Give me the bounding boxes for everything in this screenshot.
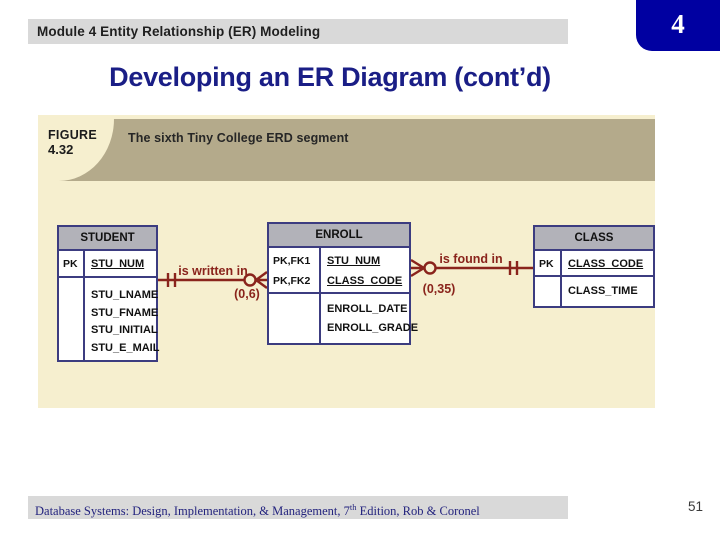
enroll-pk-tags: PK,FK1 PK,FK2 <box>269 248 321 292</box>
class-empty-key-cell <box>535 277 562 306</box>
class-attributes: CLASS_TIME <box>568 285 638 297</box>
figure-label-number: 4.32 <box>48 142 74 157</box>
entity-class-attr-row: CLASS_TIME <box>535 277 653 306</box>
footer-reference-bar: Database Systems: Design, Implementation… <box>28 496 568 519</box>
cardinality-0-6: (0,6) <box>234 287 260 301</box>
footer-reference-prefix: Database Systems: Design, Implementation… <box>35 504 350 519</box>
entity-class-name: CLASS <box>535 227 653 251</box>
entity-enroll-name: ENROLL <box>269 224 409 248</box>
crows-foot-icon <box>255 271 268 289</box>
entity-student-attr-row: STU_LNAME STU_FNAME STU_INITIAL STU_E_MA… <box>59 278 160 360</box>
enroll-pk-attribute-2: CLASS_CODE <box>327 275 403 287</box>
footer-reference-superscript: th <box>349 502 357 512</box>
class-pk-tag: PK <box>535 251 562 275</box>
entity-class: CLASS PK CLASS_CODE CLASS_TIME <box>533 225 655 308</box>
student-attributes: STU_LNAME STU_FNAME STU_INITIAL STU_E_MA… <box>91 289 160 354</box>
class-pk-attribute: CLASS_CODE <box>568 258 644 270</box>
student-pk-tag: PK <box>59 251 85 276</box>
entity-class-pk-row: PK CLASS_CODE <box>535 251 653 277</box>
relationship-label-is-written-in: is written in <box>178 264 248 278</box>
module-header-bar: Module 4 Entity Relationship (ER) Modeli… <box>28 19 568 44</box>
entity-student: STUDENT PK STU_NUM STU_LNAME STU_FNAME S… <box>57 225 160 362</box>
figure-label-word: FIGURE <box>48 128 98 142</box>
enroll-pk-attribute-1: STU_NUM <box>327 255 381 267</box>
entity-student-pk-row: PK STU_NUM <box>59 251 156 278</box>
page-title: Developing an ER Diagram (cont’d) <box>109 62 551 92</box>
module-header-label: Module 4 Entity Relationship (ER) Modeli… <box>37 24 321 39</box>
figure-label: FIGURE 4.32 <box>38 119 114 181</box>
chapter-number-badge: 4 <box>636 0 720 51</box>
chapter-number: 4 <box>671 9 685 39</box>
entity-student-name: STUDENT <box>59 227 156 251</box>
student-empty-key-cell <box>59 278 85 360</box>
figure-header-band: FIGURE 4.32 The sixth Tiny College ERD s… <box>38 119 655 181</box>
enroll-empty-key-cell <box>269 294 321 343</box>
optional-circle-icon <box>423 261 437 275</box>
mandatory-one-tick-icon <box>508 261 519 275</box>
entity-enroll: ENROLL PK,FK1 PK,FK2 STU_NUM CLASS_CODE … <box>267 222 418 345</box>
entity-enroll-pk-row: PK,FK1 PK,FK2 STU_NUM CLASS_CODE <box>269 248 409 294</box>
student-pk-attribute: STU_NUM <box>91 258 145 270</box>
footer-reference-suffix: Edition, Rob & Coronel <box>356 504 480 519</box>
relationship-label-is-found-in: is found in <box>439 252 503 266</box>
cardinality-0-35: (0,35) <box>422 282 456 296</box>
entity-enroll-attr-row: ENROLL_DATE ENROLL_GRADE <box>269 294 418 343</box>
crows-foot-icon <box>410 258 425 278</box>
page-number: 51 <box>688 499 704 514</box>
figure-caption: The sixth Tiny College ERD segment <box>128 131 349 145</box>
enroll-attributes: ENROLL_DATE ENROLL_GRADE <box>327 303 419 334</box>
